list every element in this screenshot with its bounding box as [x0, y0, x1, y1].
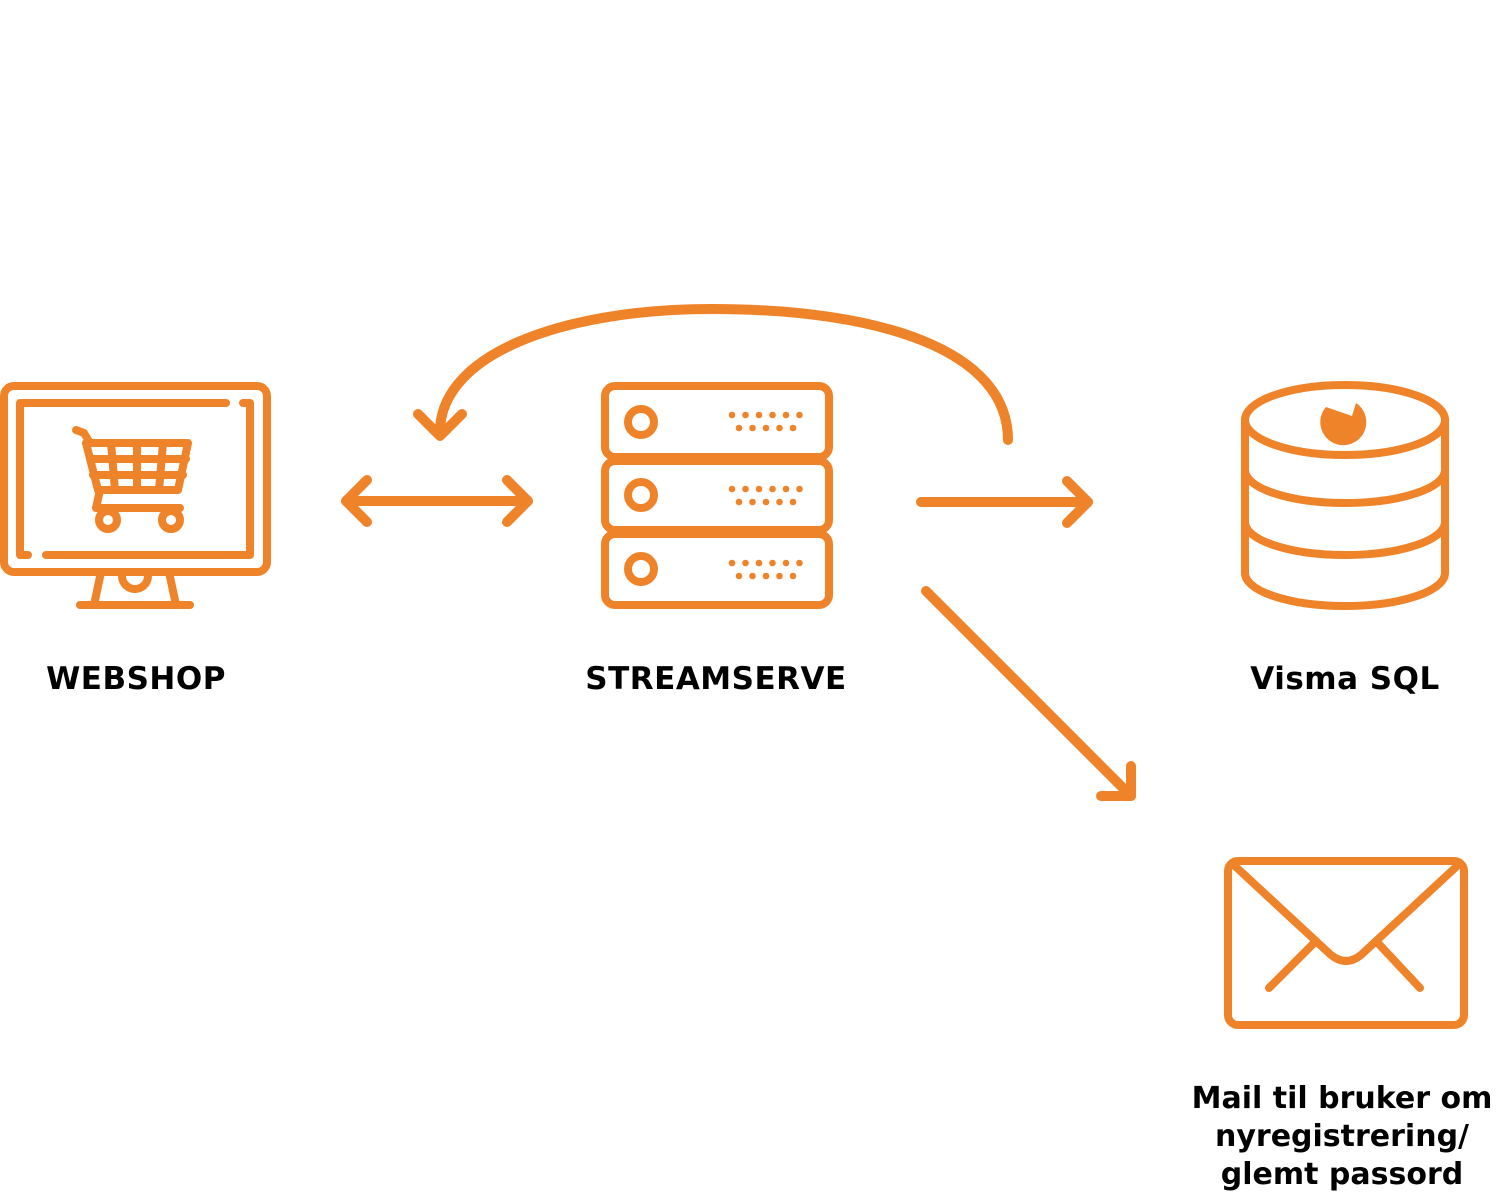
server-led-dot	[769, 411, 776, 419]
server-led-dot	[762, 498, 770, 506]
server-led-dot	[728, 411, 736, 419]
server-led-dot	[789, 498, 797, 506]
server-led-dot	[796, 559, 803, 567]
server-rack-icon	[601, 382, 833, 609]
envelope-icon	[1224, 857, 1468, 1029]
server-led-dot	[782, 485, 790, 493]
server-led-dot	[782, 559, 790, 567]
server-led-dot	[789, 424, 797, 432]
database-icon	[1241, 381, 1449, 610]
server-led-dot	[749, 498, 756, 506]
bidirectional-arrow-webshop-streamserve	[341, 475, 533, 527]
curved-arrow-streamserve-webshop	[413, 304, 1013, 445]
server-led-dot	[769, 559, 776, 567]
server-led-dot	[735, 424, 743, 432]
server-led-dot	[789, 572, 797, 580]
server-led-dot	[728, 485, 736, 493]
server-led-dot	[742, 411, 749, 419]
webshop-label: WEBSHOP	[46, 661, 226, 697]
server-led-dot	[762, 424, 770, 432]
server-led-dot	[749, 424, 756, 432]
server-led-dot	[796, 411, 803, 419]
server-led-dots	[728, 411, 803, 580]
server-led-dot	[742, 559, 749, 567]
server-led-dot	[796, 485, 803, 493]
server-led-dot	[728, 559, 736, 567]
server-led-dot	[776, 572, 783, 580]
arrow-streamserve-visma	[916, 476, 1093, 528]
server-led-dot	[762, 572, 770, 580]
server-led-dot	[735, 498, 743, 506]
server-led-dot	[755, 411, 763, 419]
server-led-dot	[776, 424, 783, 432]
server-led-dot	[755, 559, 763, 567]
streamserve-label: STREAMSERVE	[585, 661, 847, 697]
visma-logo-icon	[1320, 403, 1367, 446]
visma-sql-label: Visma SQL	[1250, 661, 1440, 697]
server-led-dot	[749, 572, 756, 580]
server-led-dot	[742, 485, 749, 493]
server-led-dot	[782, 411, 790, 419]
server-led-dot	[776, 498, 783, 506]
server-led-dot	[755, 485, 763, 493]
server-led-dot	[735, 572, 743, 580]
shopping-cart-monitor-icon	[0, 382, 271, 609]
arrow-streamserve-mail	[921, 586, 1136, 801]
server-led-dot	[769, 485, 776, 493]
mail-label: Mail til bruker om nyregistrering/ glemt…	[1191, 1081, 1493, 1192]
